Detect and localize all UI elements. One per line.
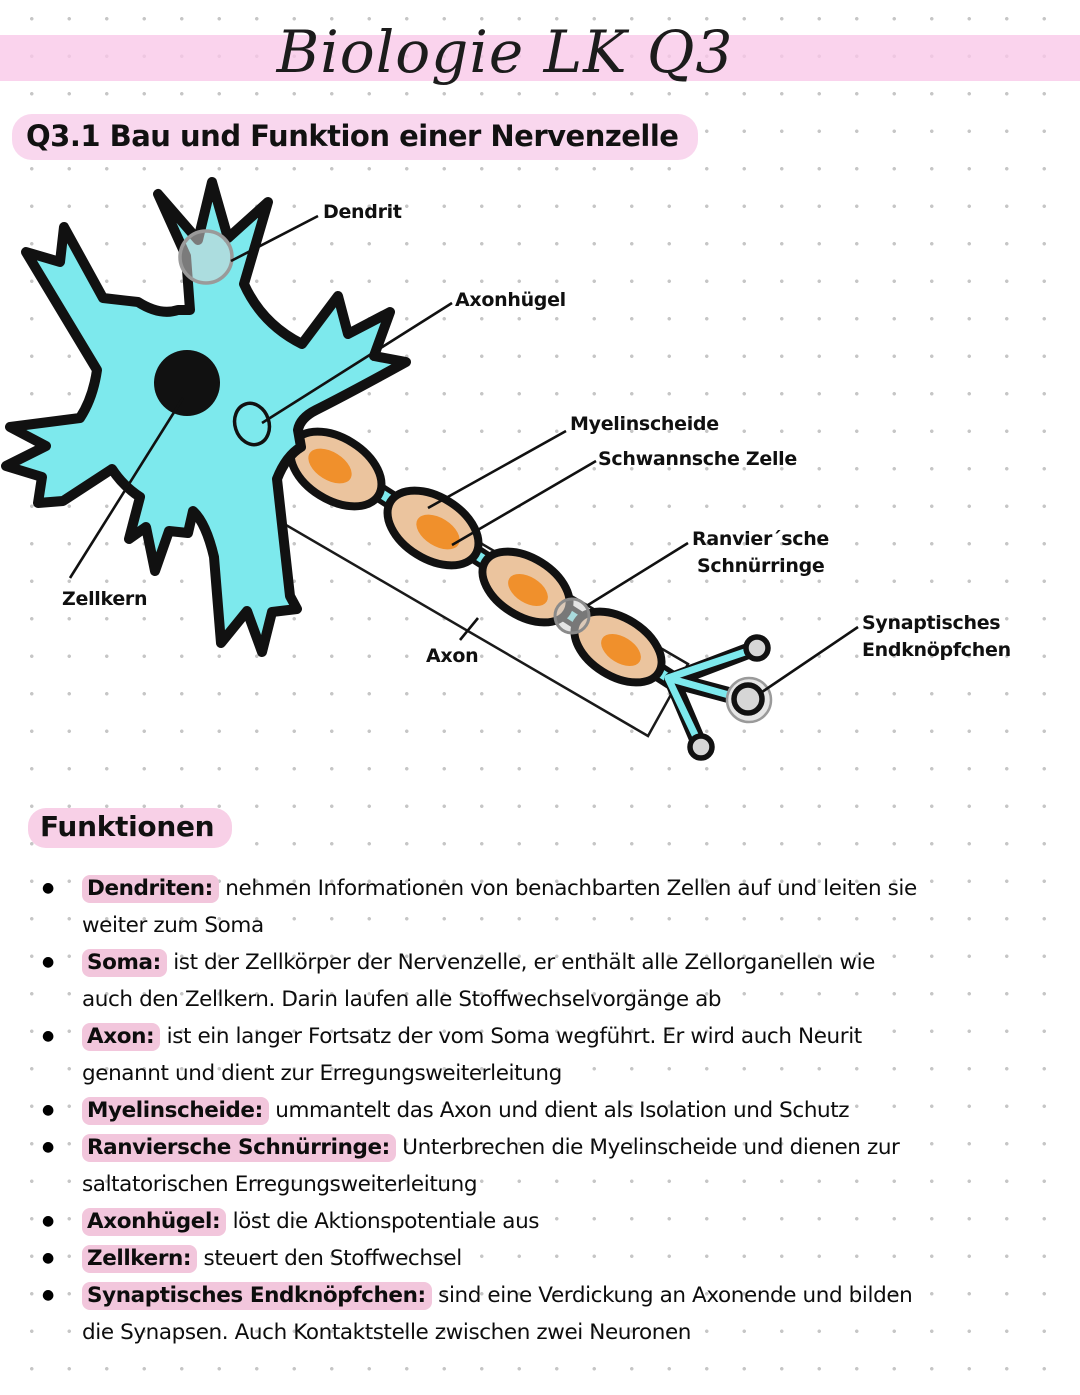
functions-heading: Funktionen — [28, 808, 233, 848]
term-myelinscheide: Myelinscheide: — [82, 1097, 269, 1125]
desc-axon: ist ein langer Fortsatz der vom Soma weg… — [82, 1024, 862, 1086]
list-item-zellkern: Zellkern: steuert den Stoffwechsel — [36, 1240, 926, 1277]
list-item-axonhuegel: Axonhügel: löst die Aktionspotentiale au… — [36, 1203, 926, 1240]
desc-soma: ist der Zellkörper der Nervenzelle, er e… — [82, 950, 875, 1012]
term-synaptisches: Synaptisches Endknöpfchen: — [82, 1282, 432, 1310]
synaptisches-pointer — [761, 625, 859, 694]
ranviersche-pointer — [587, 541, 689, 607]
axon-terminal — [664, 634, 773, 761]
label-zellkern: Zellkern — [62, 588, 148, 610]
schwann-nuclei — [308, 448, 641, 667]
list-item-synaptisches: Synaptisches Endknöpfchen: sind eine Ver… — [36, 1277, 926, 1351]
title-banner — [0, 35, 1080, 81]
term-soma: Soma: — [82, 949, 167, 977]
dendrite-circle — [178, 229, 234, 285]
label-synaptisches-line1: Synaptisches — [862, 612, 1001, 634]
section-heading: Q3.1 Bau und Funktion einer Nervenzelle — [12, 114, 699, 160]
dendrit-pointer — [230, 214, 319, 263]
label-myelinscheide: Myelinscheide — [570, 413, 719, 435]
label-ranviersche-line1: Ranvier´sche — [692, 528, 830, 550]
end-knob-small-bottom — [687, 733, 715, 761]
axon-pointer — [458, 617, 480, 641]
label-synaptisches-endknoepfchen: Synaptisches Endknöpfchen — [862, 610, 1011, 664]
list-item-soma: Soma: ist der Zellkörper der Nervenzelle… — [36, 944, 926, 1018]
pointer-lines — [68, 214, 859, 694]
ranvier-node-circle — [553, 597, 591, 635]
list-item-dendriten: Dendriten: nehmen Informationen von bena… — [36, 870, 926, 944]
term-dendriten: Dendriten: — [82, 875, 219, 903]
desc-synaptisches: sind eine Verdickung an Axonende und bil… — [82, 1283, 913, 1345]
myelinscheide-pointer — [427, 429, 567, 510]
list-item-axon: Axon: ist ein langer Fortsatz der vom So… — [36, 1018, 926, 1092]
neuron-diagram: Dendrit Axonhügel Myelinscheide Schwanns… — [1, 177, 1011, 761]
end-knob-large — [731, 682, 765, 716]
end-knob-small-top — [743, 634, 771, 662]
term-axonhuegel: Axonhügel: — [82, 1208, 227, 1236]
label-ranviersche-line2: Schnürringe — [697, 555, 825, 577]
list-item-myelinscheide: Myelinscheide: ummantelt das Axon und di… — [36, 1092, 926, 1129]
label-axon: Axon — [426, 645, 479, 667]
desc-ranviersche: Unterbrechen die Myelinscheide und diene… — [82, 1135, 900, 1197]
label-axonhuegel: Axonhügel — [455, 289, 566, 311]
term-axon: Axon: — [82, 1023, 161, 1051]
term-zellkern: Zellkern: — [82, 1245, 198, 1273]
axonhuegel-pointer — [261, 301, 453, 425]
label-ranviersche-schnuerringe: Ranvier´sche Schnürringe — [692, 526, 829, 580]
label-schwannsche-zelle: Schwannsche Zelle — [598, 448, 797, 470]
functions-list: Dendriten: nehmen Informationen von bena… — [36, 870, 926, 1351]
term-ranviersche: Ranviersche Schnürringe: — [82, 1134, 396, 1162]
schwannsche-pointer — [451, 459, 597, 547]
desc-myelinscheide: ummantelt das Axon und dient als Isolati… — [268, 1098, 850, 1123]
desc-axonhuegel: löst die Aktionspotentiale aus — [226, 1209, 540, 1234]
desc-zellkern: steuert den Stoffwechsel — [197, 1246, 463, 1271]
neuron-illustration — [1, 177, 859, 761]
soma-path — [1, 177, 411, 657]
list-item-ranviersche: Ranviersche Schnürringe: Unterbrechen di… — [36, 1129, 926, 1203]
desc-dendriten: nehmen Informationen von benachbarten Ze… — [82, 876, 917, 938]
page-title: Biologie LK Q3 — [276, 18, 734, 86]
label-synaptisches-line2: Endknöpfchen — [862, 639, 1011, 661]
nucleus — [154, 350, 220, 416]
zellkern-pointer — [68, 397, 185, 579]
label-dendrit: Dendrit — [323, 201, 402, 223]
